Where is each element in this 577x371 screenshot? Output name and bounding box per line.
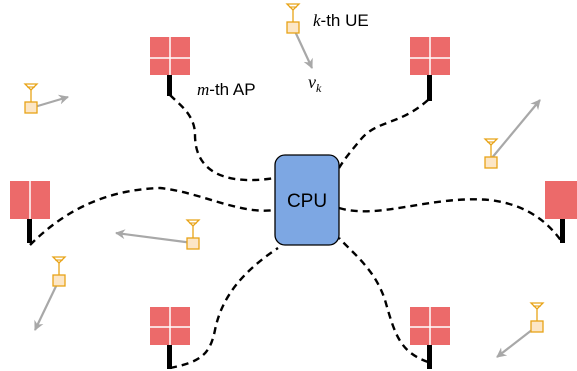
antenna-ue-icon <box>52 256 66 287</box>
cpu-node: CPU <box>274 154 340 246</box>
antenna-ue-icon <box>24 83 38 114</box>
ap-bot-left <box>150 307 190 369</box>
cpu-label: CPU <box>287 191 327 212</box>
velocity-arrow-icon <box>490 99 541 160</box>
ap-bot-right <box>410 307 450 369</box>
ap-panel-icon <box>150 37 190 75</box>
ue-left-upper <box>24 83 69 114</box>
ue-top-center <box>286 3 313 69</box>
link-ap-mid-right <box>338 198 563 243</box>
ap-top-right <box>410 37 450 101</box>
ue-center-left <box>115 219 200 250</box>
ap-panel-icon <box>545 181 577 219</box>
velocity-arrow-icon <box>34 279 60 331</box>
velocity-arrow-icon <box>292 26 313 69</box>
antenna-ue-icon <box>186 219 200 250</box>
link-ap-top-right <box>337 99 429 169</box>
velocity-arrow-icon <box>115 229 194 245</box>
ap-panel-icon <box>410 307 450 345</box>
ue-left-lower <box>34 256 66 331</box>
ap-mid-left <box>10 181 50 243</box>
ap-panel-icon <box>150 307 190 345</box>
link-ap-bot-left <box>169 247 279 370</box>
velocity-label: vk <box>308 72 322 95</box>
fronthaul-links <box>29 94 563 370</box>
ap-panel-icon <box>410 37 450 75</box>
ap-mid-right <box>545 181 577 243</box>
velocity-arrow-icon <box>496 325 538 358</box>
ap-panel-icon <box>10 181 50 219</box>
ap-top-left <box>150 37 190 96</box>
ap-label: m-th AP <box>197 80 256 99</box>
ue-right-lower <box>496 302 544 358</box>
ue-label: k-th UE <box>313 11 369 30</box>
antenna-ue-icon <box>286 3 300 34</box>
antenna-ue-icon <box>530 302 544 333</box>
link-ap-mid-left <box>29 186 276 246</box>
link-ap-top-left <box>169 94 276 182</box>
link-ap-bot-right <box>338 237 429 364</box>
ue-right-upper <box>484 99 541 169</box>
